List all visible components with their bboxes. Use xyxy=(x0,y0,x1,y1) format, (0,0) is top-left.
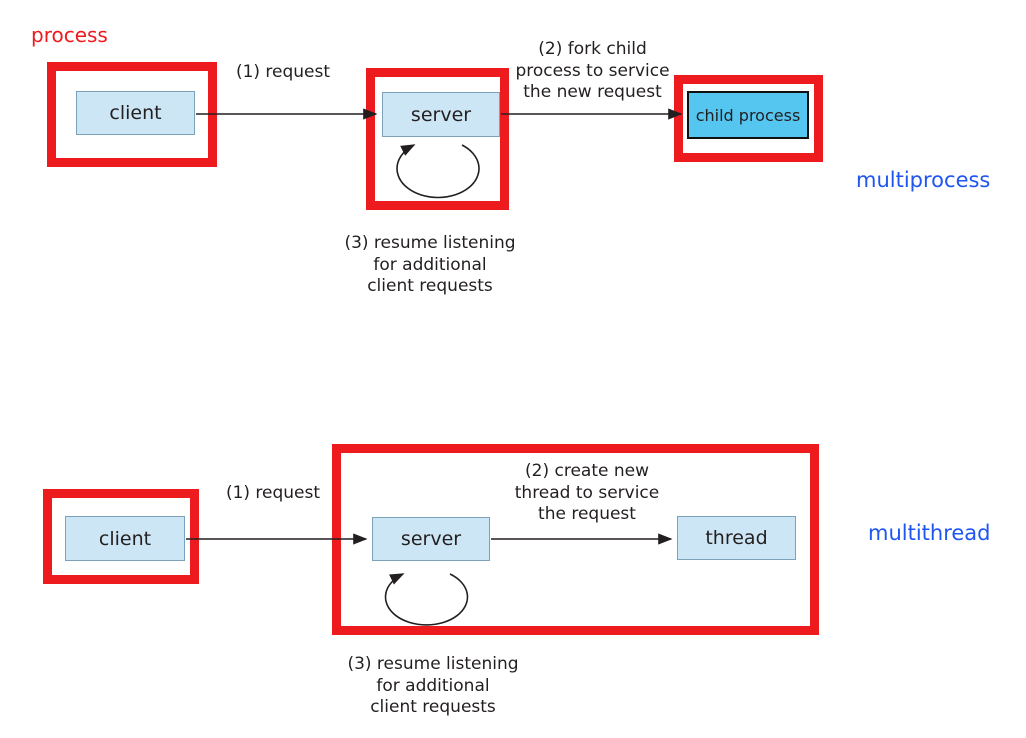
server-box-top: server xyxy=(382,92,500,137)
fork-note: (2) fork child process to service the ne… xyxy=(515,39,670,102)
server-box-top-label: server xyxy=(410,103,472,126)
request-note-bottom: (1) request xyxy=(225,483,321,503)
request-note-top: (1) request xyxy=(235,62,331,82)
server-box-bottom-label: server xyxy=(400,528,462,550)
process-label: process xyxy=(31,23,108,47)
child-process-box: child process xyxy=(687,91,809,139)
highlight-rect-client-bottom xyxy=(43,489,199,584)
thread-box-label: thread xyxy=(705,527,768,549)
client-box-bottom: client xyxy=(65,516,185,561)
thread-box: thread xyxy=(677,516,796,560)
highlight-rect-server-top xyxy=(366,68,509,210)
multiprocess-label: multiprocess xyxy=(856,168,991,192)
child-process-box-label: child process xyxy=(695,105,801,125)
multithread-label: multithread xyxy=(868,521,991,545)
client-box-top: client xyxy=(76,91,195,135)
server-box-bottom: server xyxy=(372,517,490,561)
resume-note-bottom: (3) resume listening for additional clie… xyxy=(347,654,519,717)
resume-note-top: (3) resume listening for additional clie… xyxy=(344,233,516,296)
client-box-top-label: client xyxy=(109,102,162,124)
client-box-bottom-label: client xyxy=(98,527,152,550)
create-thread-note: (2) create new thread to service the req… xyxy=(514,461,660,524)
